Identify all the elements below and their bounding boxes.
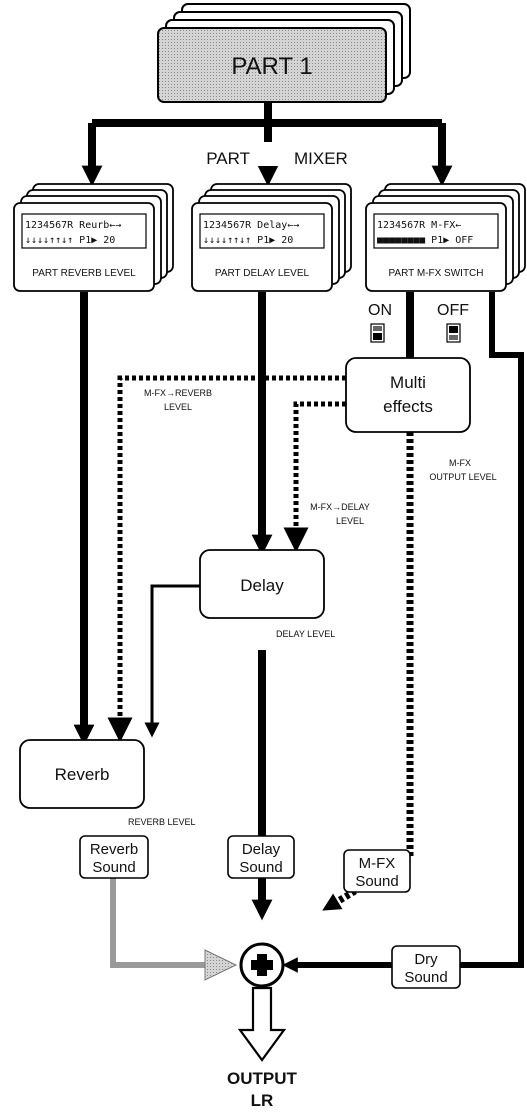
display-reverb-caption: PART REVERB LEVEL (32, 268, 136, 279)
delay-box: Delay (199, 549, 325, 619)
reverb-sound-path (110, 875, 210, 968)
switch-off-icon (446, 323, 461, 343)
delay-to-reverb-line (144, 584, 200, 738)
dry-sound-line1: Dry (414, 951, 438, 968)
display-delay-caption: PART DELAY LEVEL (215, 268, 310, 279)
mfx-sound-line2: Sound (355, 873, 398, 890)
display-reverb-level: 1234567R Reurb←→ ↓↓↓↓↑↑↓↑ P1▶ 20 PART RE… (13, 183, 174, 292)
display-mfx-row1: 1234567R M-FX← (377, 220, 461, 231)
mfx-reverb-level-line2: LEVEL (164, 402, 192, 412)
reverb-sound-label: Reverb Sound (79, 835, 149, 879)
mfx-delay-level-line1: M-FX→DELAY (310, 502, 370, 512)
switch-on-label: ON (368, 302, 392, 319)
reverb-sound-line2: Sound (92, 859, 135, 876)
delay-level-label: DELAY LEVEL (276, 629, 335, 639)
multi-effects-box: Multi effects (345, 357, 471, 433)
mfx-output-level-line2: OUTPUT LEVEL (429, 472, 496, 482)
multi-effects-line2: effects (383, 397, 433, 416)
mfx-dotted-paths (107, 375, 414, 911)
part-title: PART 1 (231, 53, 312, 80)
part-1-stack: PART 1 (157, 3, 411, 103)
reverb-box: Reverb (19, 739, 145, 809)
level-labels: M-FX→REVERB LEVEL M-FX→DELAY LEVEL M-FX … (128, 385, 497, 827)
mfx-reverb-level-line1: M-FX→REVERB (144, 388, 212, 398)
display-mfx-caption: PART M-FX SWITCH (389, 268, 484, 279)
reverb-sound-line1: Reverb (90, 841, 138, 858)
dry-sound-line2: Sound (404, 969, 447, 986)
output-arrow-icon (237, 986, 287, 1062)
display-mfx-row2: ■■■■■■■■ P1▶ OFF (377, 235, 473, 246)
reverb-box-label: Reverb (55, 765, 110, 784)
display-mfx-switch: 1234567R M-FX← ■■■■■■■■ P1▶ OFF PART M-F… (365, 183, 526, 292)
display-delay-row1: 1234567R Delay←→ (203, 220, 299, 231)
multi-effects-line1: Multi (390, 373, 426, 392)
display-reverb-row2: ↓↓↓↓↑↑↓↑ P1▶ 20 (25, 235, 115, 246)
display-delay-level: 1234567R Delay←→ ↓↓↓↓↑↑↓↑ P1▶ 20 PART DE… (191, 183, 352, 292)
mixer-label-part: PART (206, 149, 250, 168)
display-delay-row2: ↓↓↓↓↑↑↓↑ P1▶ 20 (203, 235, 293, 246)
mfx-sound-line1: M-FX (359, 855, 396, 872)
delay-sound-label: Delay Sound (227, 835, 295, 879)
dry-sound-label: Dry Sound (391, 945, 461, 989)
delay-sound-line1: Delay (242, 841, 281, 858)
output-label-line2: LR (251, 1091, 274, 1110)
output-label-line1: OUTPUT (227, 1069, 298, 1088)
mfx-sound-label: M-FX Sound (343, 849, 411, 893)
mfx-output-level-line1: M-FX (449, 458, 471, 468)
reverb-sound-arrowhead (204, 949, 238, 981)
delay-box-label: Delay (240, 576, 284, 595)
mixer-plus-icon (239, 942, 285, 988)
delay-sound-line2: Sound (239, 859, 282, 876)
mixer-label-mixer: MIXER (294, 149, 348, 168)
switch-off-label: OFF (437, 302, 469, 319)
switch-on-icon (370, 323, 385, 343)
mfx-delay-level-line2: LEVEL (336, 516, 364, 526)
reverb-level-label: REVERB LEVEL (128, 817, 196, 827)
display-reverb-row1: 1234567R Reurb←→ (25, 220, 121, 231)
